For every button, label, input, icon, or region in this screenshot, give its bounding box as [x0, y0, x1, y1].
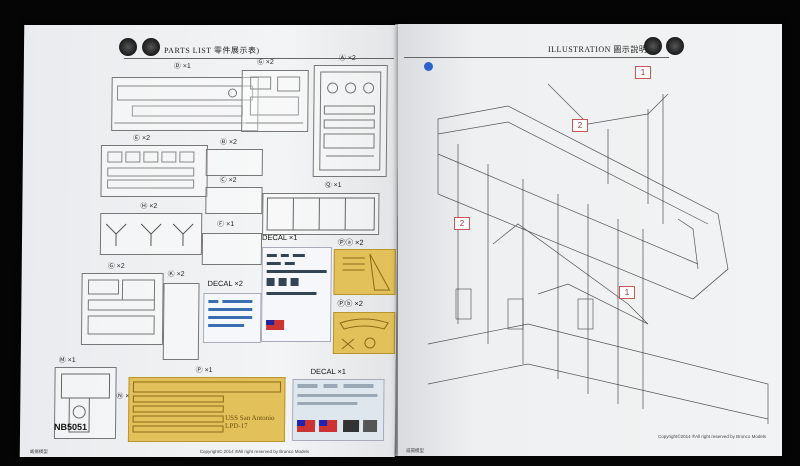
sprue-label: Ⓠ ×1	[324, 182, 342, 189]
sprue-label: Ⓕ ×1	[217, 221, 235, 228]
sprue-label: Ⓔ ×2	[133, 135, 151, 142]
sprue-label: Ⓓ ×1	[173, 63, 191, 70]
sprue-f-image	[201, 233, 263, 265]
page-title: ILLUSTRATION 圖示說明)	[548, 45, 651, 54]
binder-hole	[118, 38, 138, 56]
copyright-footer: Copyright©2014 ®All right reserved by Br…	[658, 434, 767, 439]
binder-hole	[644, 37, 662, 55]
publisher-mark: 威揚模型	[406, 448, 424, 453]
photo-etch-sheet-main: USS San Antonio LPD-17	[127, 377, 286, 442]
publisher-mark: 威揚模型	[29, 449, 48, 454]
sprue-k-image	[162, 283, 200, 360]
header-rule	[404, 57, 669, 58]
page-title: PARTS LIST 零件展示表)	[163, 46, 260, 55]
callout-box: 2	[572, 119, 588, 132]
decal-sheet-large	[291, 379, 385, 441]
assembly-diagram	[427, 83, 769, 424]
sprue-label: Ⓖ ×2	[107, 263, 125, 270]
callout-box: 1	[635, 66, 651, 79]
decal-label: DECAL ×2	[207, 279, 243, 288]
sprue-label: Ⓗ ×2	[140, 203, 158, 210]
photo-etch-label: Ⓟⓐ ×2	[337, 238, 364, 247]
sprue-a-image	[312, 65, 388, 177]
sprue-c-image	[205, 187, 263, 214]
photo-etch-sheet-b	[332, 312, 396, 354]
copyright-footer: Copyright© 2014 ®All right reserved by B…	[199, 449, 310, 454]
sprue-label: Ⓟ ×1	[195, 367, 213, 374]
photo-etch-ship-name: USS San Antonio LPD-17	[225, 414, 275, 430]
parts-list-page: PARTS LIST 零件展示表) Ⓓ ×1 Ⓖ ×2 Ⓐ ×2 Ⓔ ×2 Ⓑ …	[19, 25, 400, 457]
illustration-page: ILLUSTRATION 圖示說明)	[398, 24, 782, 456]
callout-box: 1	[619, 286, 635, 299]
sprue-g-lower-image	[80, 273, 164, 345]
sprue-m-image	[53, 367, 117, 439]
decal-label: DECAL ×1	[261, 233, 298, 242]
decal-sheet-medium	[202, 293, 262, 343]
step-number-badge	[424, 62, 433, 71]
sprue-q-image	[262, 193, 380, 235]
sprue-label: Ⓐ ×2	[338, 55, 356, 62]
product-code: NB5051	[53, 422, 88, 432]
sprue-label: Ⓖ ×2	[256, 59, 274, 66]
sprue-label: Ⓑ ×2	[219, 139, 238, 146]
photo-etch-label: Ⓟⓑ ×2	[337, 299, 364, 308]
sprue-e-image	[100, 145, 209, 197]
sprue-label: Ⓒ ×2	[219, 177, 237, 184]
decal-sheet-small	[260, 247, 332, 342]
binder-hole	[141, 38, 161, 56]
decal-label: DECAL ×1	[310, 367, 347, 376]
sprue-d-image	[111, 77, 259, 131]
sprue-g-image	[241, 70, 309, 132]
binder-hole	[666, 37, 684, 55]
sprue-h-image	[99, 213, 203, 255]
sprue-label: Ⓜ ×1	[58, 357, 76, 364]
photo-etch-sheet-a	[333, 249, 396, 295]
callout-box: 2	[454, 217, 470, 230]
sprue-b-image	[205, 149, 263, 176]
sprue-label: Ⓚ ×2	[167, 271, 185, 278]
